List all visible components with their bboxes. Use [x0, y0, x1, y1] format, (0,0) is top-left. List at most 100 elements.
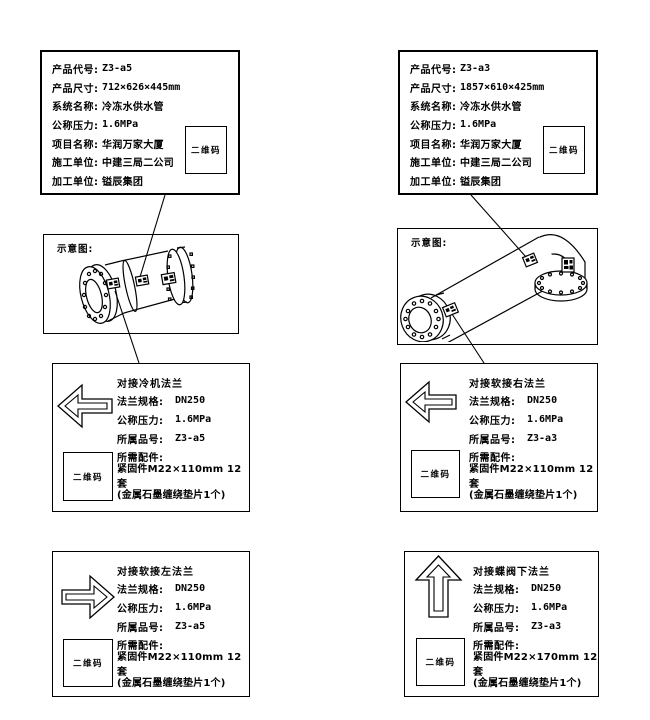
flange-detail-rows: 对接蝶阀下法兰 法兰规格: DN250 公称压力: 1.6MPa 所属品号: Z3-a…: [473, 561, 598, 691]
fabricator-value: 镒辰集团: [102, 176, 144, 188]
gasket-spec: (金属石墨缠绕垫片1个): [117, 490, 226, 502]
spec-row-system: 系统名称: 冷冻水供水管: [410, 96, 592, 115]
flange-product-label: 所属品号:: [117, 434, 164, 446]
flange-pressure-label: 公称压力:: [117, 603, 164, 615]
schematic-panel-left: 示意图:: [43, 234, 239, 334]
qr-code-box: 二维码: [411, 450, 460, 498]
flange-pressure-label: 公称压力:: [117, 415, 164, 427]
product-spec-card-left: 产品代号: Z3-a5 产品尺寸: 712×626×445mm 系统名称: 冷冻…: [40, 50, 240, 195]
flange-product-code: Z3-a3: [531, 620, 562, 632]
flange-spec-value: DN250: [531, 583, 562, 595]
flange-product-code: Z3-a5: [175, 620, 206, 632]
qr-code-label: 二维码: [72, 472, 103, 483]
qr-code-label: 二维码: [72, 659, 103, 669]
product-code-value: Z3-a5: [102, 62, 133, 74]
elbow-pipe-drawing: [400, 234, 588, 342]
spec-label: 产品代号:: [410, 64, 457, 76]
spec-row-pressure: 公称压力: 1.6MPa: [52, 115, 234, 134]
flange-product-code: Z3-a5: [175, 432, 206, 444]
spec-label: 公称压力:: [52, 120, 99, 132]
flange-parts-label: 所需配件:: [469, 453, 516, 465]
spec-rows: 产品代号: Z3-a3 产品尺寸: 1857×610×425mm 系统名称: 冷…: [410, 59, 592, 190]
spec-label: 加工单位:: [410, 176, 457, 188]
flange-pressure-value: 1.6MPa: [175, 413, 212, 425]
flange-spec-label: 法兰规格:: [473, 585, 520, 597]
pressure-value: 1.6MPa: [102, 118, 139, 130]
flange-parts-label: 所需配件:: [117, 641, 164, 653]
spec-row-system: 系统名称: 冷冻水供水管: [52, 96, 234, 115]
qr-code-label: 二维码: [190, 146, 221, 156]
spec-row-code: 产品代号: Z3-a3: [410, 59, 592, 78]
spec-label: 系统名称:: [410, 102, 457, 114]
system-name-value: 冷冻水供水管: [460, 102, 522, 114]
spec-label: 产品尺寸:: [52, 83, 99, 95]
qr-code-label: 二维码: [548, 146, 579, 156]
gasket-spec: (金属石墨缠绕垫片1个): [117, 678, 226, 690]
flange-spec-value: DN250: [527, 395, 558, 407]
pressure-value: 1.6MPa: [460, 118, 497, 130]
flange-spec-value: DN250: [175, 395, 206, 407]
spec-rows: 产品代号: Z3-a5 产品尺寸: 712×626×445mm 系统名称: 冷冻…: [52, 59, 234, 190]
schematic-label: 示意图:: [411, 238, 448, 249]
spec-row-fabricator: 加工单位: 镒辰集团: [52, 171, 234, 190]
spec-label: 产品尺寸:: [410, 83, 457, 95]
flange-spec-value: DN250: [175, 583, 206, 595]
flange-detail-rows: 对接软接右法兰 法兰规格:DN250 公称压力:1.6MPa 所属品号:Z3-a…: [469, 373, 597, 503]
fastener-spec: 紧固件M22×110mm 12套: [469, 464, 594, 491]
spec-label: 产品代号:: [52, 64, 99, 76]
spec-label: 公称压力:: [410, 120, 457, 132]
flange-product-label: 所属品号:: [473, 622, 520, 634]
qr-code-box: 二维码: [63, 639, 113, 687]
project-name-value: 华润万家大厦: [102, 139, 164, 151]
spec-row-size: 产品尺寸: 712×626×445mm: [52, 78, 234, 97]
flange-product-code: Z3-a3: [527, 432, 558, 444]
spec-row-pressure: 公称压力: 1.6MPa: [410, 115, 592, 134]
qr-code-box: 二维码: [543, 126, 585, 174]
flange-panel-title: 对接软接左法兰: [117, 566, 194, 578]
spec-row-code: 产品代号: Z3-a5: [52, 59, 234, 78]
spec-label: 施工单位:: [52, 158, 99, 170]
qr-code-box: 二维码: [63, 452, 113, 501]
spec-row-project: 项目名称: 华润万家大厦: [52, 134, 234, 153]
spec-row-fabricator: 加工单位: 镒辰集团: [410, 171, 592, 190]
spec-label: 施工单位:: [410, 158, 457, 170]
product-size-value: 1857×610×425mm: [460, 81, 545, 93]
flange-panel-title: 对接蝶阀下法兰: [473, 566, 550, 578]
contractor-value: 中建三局二公司: [460, 158, 533, 170]
qr-code-box: 二维码: [416, 638, 465, 686]
flange-detail-panel-valve-bottom: 对接蝶阀下法兰 法兰规格: DN250 公称压力: 1.6MPa 所属品号: Z3-a…: [404, 551, 599, 697]
spec-row-project: 项目名称: 华润万家大厦: [410, 134, 592, 153]
flange-spec-label: 法兰规格:: [117, 397, 164, 409]
flange-pressure-value: 1.6MPa: [175, 601, 212, 613]
pipe-qr-tag: [134, 274, 150, 287]
fastener-spec: 紧固件M22×110mm 12套: [117, 652, 242, 679]
spec-row-contractor: 施工单位: 中建三局二公司: [410, 152, 592, 171]
product-spec-card-right: 产品代号: Z3-a3 产品尺寸: 1857×610×425mm 系统名称: 冷…: [398, 50, 598, 195]
schematic-label: 示意图:: [57, 244, 94, 255]
flange-spec-label: 法兰规格:: [117, 585, 164, 597]
contractor-value: 中建三局二公司: [102, 158, 175, 170]
elbow-qr-tag: [561, 257, 575, 273]
flange-pressure-label: 公称压力:: [473, 603, 520, 615]
flange-parts-label: 所需配件:: [473, 641, 520, 653]
pipe-qr-tag: [160, 271, 177, 286]
spec-label: 系统名称:: [52, 102, 99, 114]
fastener-spec: 紧固件M22×110mm 12套: [117, 464, 242, 491]
spec-label: 加工单位:: [52, 176, 99, 188]
flange-panel-title: 对接冷机法兰: [117, 378, 183, 390]
flange-pressure-value: 1.6MPa: [531, 601, 568, 613]
flange-detail-panel-chiller: 对接冷机法兰 法兰规格: DN250 公称压力: 1.6MPa 所属品号: Z3-a5…: [52, 363, 250, 512]
fabricator-value: 镒辰集团: [460, 176, 502, 188]
system-name-value: 冷冻水供水管: [102, 102, 164, 114]
gasket-spec: (金属石墨缠绕垫片1个): [469, 490, 578, 502]
spec-label: 项目名称:: [410, 139, 457, 151]
qr-code-box: 二维码: [185, 126, 227, 174]
spec-row-contractor: 施工单位: 中建三局二公司: [52, 152, 234, 171]
fastener-spec: 紧固件M22×170mm 12套: [473, 652, 598, 679]
project-name-value: 华润万家大厦: [460, 139, 522, 151]
flange-detail-rows: 对接冷机法兰 法兰规格: DN250 公称压力: 1.6MPa 所属品号: Z3-a5…: [117, 373, 249, 503]
flange-spec-label: 法兰规格:: [469, 397, 516, 409]
flange-panel-title: 对接软接右法兰: [469, 378, 546, 390]
flange-detail-rows: 对接软接左法兰 法兰规格:DN250 公称压力:1.6MPa 所属品号:Z3-a…: [117, 561, 249, 691]
